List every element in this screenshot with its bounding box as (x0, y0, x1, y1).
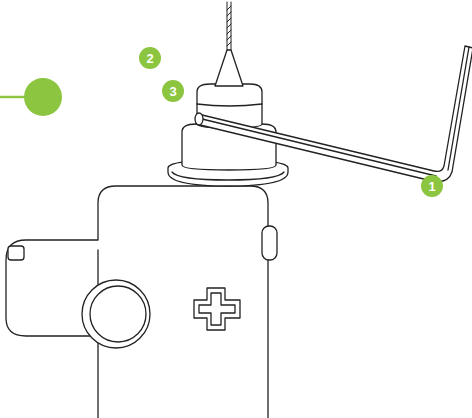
callout-number: 3 (169, 85, 176, 98)
handle-body (6, 186, 268, 418)
right-knob (262, 226, 277, 260)
callout-circle (421, 175, 443, 197)
hex-key-edge (198, 47, 469, 176)
wire (227, 2, 231, 50)
callout-number: 2 (146, 52, 153, 65)
knob-outer (82, 280, 150, 348)
marker-line (0, 96, 26, 99)
callout-number: 1 (428, 180, 435, 193)
cone-tip (215, 50, 243, 86)
side-tab (8, 246, 24, 260)
callout-circle (139, 47, 161, 69)
hex-key (196, 46, 472, 182)
cross-button-inner (199, 293, 235, 325)
collar-band (197, 104, 262, 106)
knob-inner (90, 286, 146, 342)
base-ring-line (172, 172, 284, 180)
cross-button (194, 288, 240, 330)
key-hole (195, 113, 203, 125)
callout-circle (162, 80, 184, 102)
marker-dot (24, 78, 62, 116)
